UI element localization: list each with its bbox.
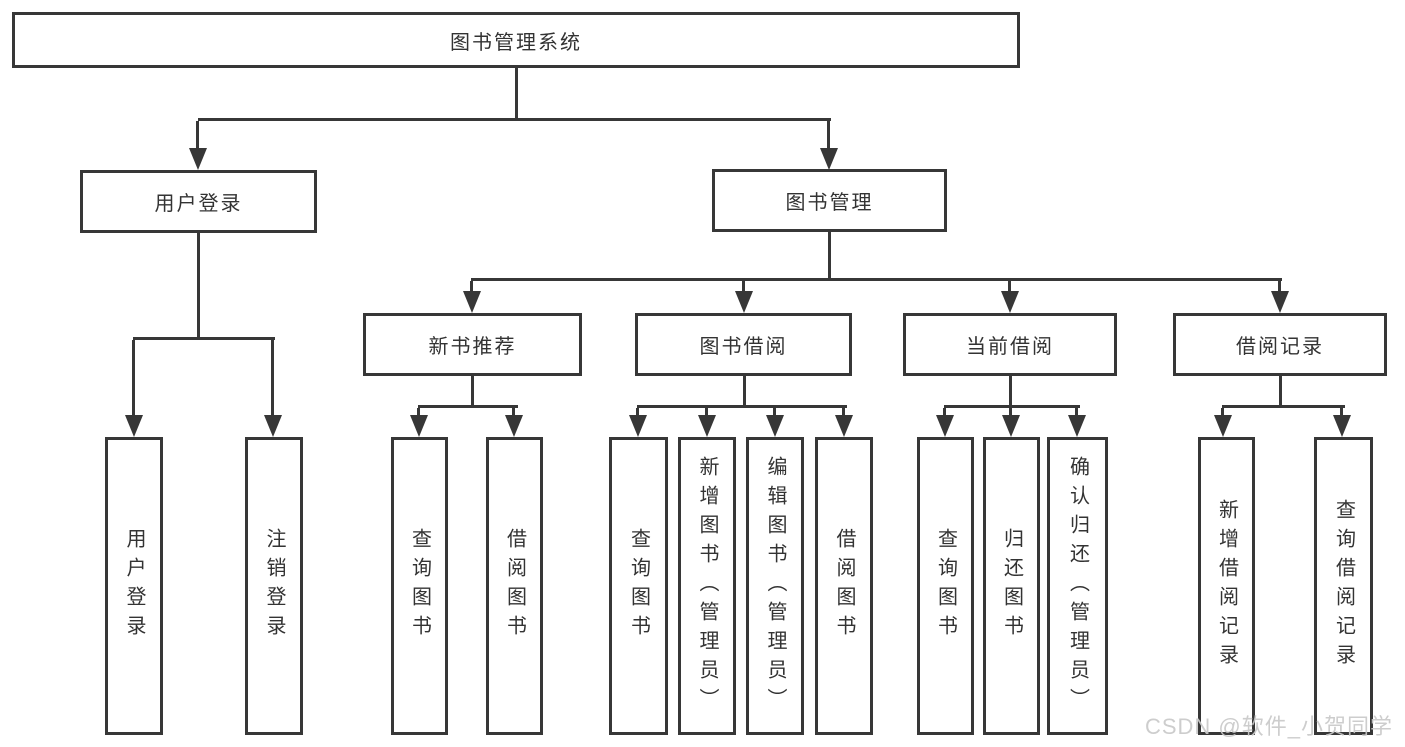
leaf-add-borrow-record: 新增借阅记录 xyxy=(1198,437,1255,735)
connector-line xyxy=(944,405,1080,408)
csdn-watermark: CSDN @软件_小贺同学 xyxy=(1144,714,1393,739)
leaf-edit-book-admin: 编辑图书（管理员） xyxy=(746,437,804,735)
connector-line xyxy=(133,337,275,340)
arrow-down-icon xyxy=(835,408,853,437)
arrow-down-icon xyxy=(1068,408,1086,437)
connector-line xyxy=(828,232,831,278)
node-book-management: 图书管理 xyxy=(712,169,947,232)
connector-line xyxy=(1009,376,1012,405)
leaf-query-books-current: 查询图书 xyxy=(917,437,974,735)
connector-line xyxy=(743,376,746,405)
arrow-down-icon xyxy=(125,340,143,437)
leaf-logout: 注销登录 xyxy=(245,437,303,735)
node-user-login: 用户登录 xyxy=(80,170,317,233)
leaf-borrow-books-recommend: 借阅图书 xyxy=(486,437,543,735)
arrow-down-icon xyxy=(820,121,838,170)
node-current-borrowing: 当前借阅 xyxy=(903,313,1117,376)
arrow-down-icon xyxy=(505,408,523,437)
arrow-down-icon xyxy=(1214,408,1232,437)
node-book-borrowing: 图书借阅 xyxy=(635,313,852,376)
leaf-confirm-return-admin: 确认归还（管理员） xyxy=(1047,437,1108,735)
leaf-query-books-recommend: 查询图书 xyxy=(391,437,448,735)
node-borrowing-records: 借阅记录 xyxy=(1173,313,1387,376)
arrow-down-icon xyxy=(463,281,481,313)
connector-line xyxy=(418,405,518,408)
connector-line xyxy=(197,233,200,337)
leaf-add-book-admin: 新增图书（管理员） xyxy=(678,437,736,735)
arrow-down-icon xyxy=(936,408,954,437)
arrow-down-icon xyxy=(735,281,753,313)
connector-line xyxy=(1222,405,1345,408)
arrow-down-icon xyxy=(766,408,784,437)
arrow-down-icon xyxy=(264,340,282,437)
connector-line xyxy=(471,376,474,405)
arrow-down-icon xyxy=(1271,281,1289,313)
connector-line xyxy=(637,405,847,408)
connector-line xyxy=(471,278,1282,281)
arrow-down-icon xyxy=(1333,408,1351,437)
arrow-down-icon xyxy=(1002,408,1020,437)
node-library-system: 图书管理系统 xyxy=(12,12,1020,68)
leaf-user-login: 用户登录 xyxy=(105,437,163,735)
node-new-book-recommendation: 新书推荐 xyxy=(363,313,582,376)
leaf-query-borrow-record: 查询借阅记录 xyxy=(1314,437,1373,735)
connector-line xyxy=(515,68,518,118)
arrow-down-icon xyxy=(698,408,716,437)
leaf-borrow-books: 借阅图书 xyxy=(815,437,873,735)
arrow-down-icon xyxy=(189,121,207,170)
connector-line xyxy=(1279,376,1282,405)
arrow-down-icon xyxy=(629,408,647,437)
leaf-return-books: 归还图书 xyxy=(983,437,1040,735)
leaf-query-books-borrowing: 查询图书 xyxy=(609,437,668,735)
arrow-down-icon xyxy=(1001,281,1019,313)
connector-line xyxy=(198,118,831,121)
arrow-down-icon xyxy=(410,408,428,437)
